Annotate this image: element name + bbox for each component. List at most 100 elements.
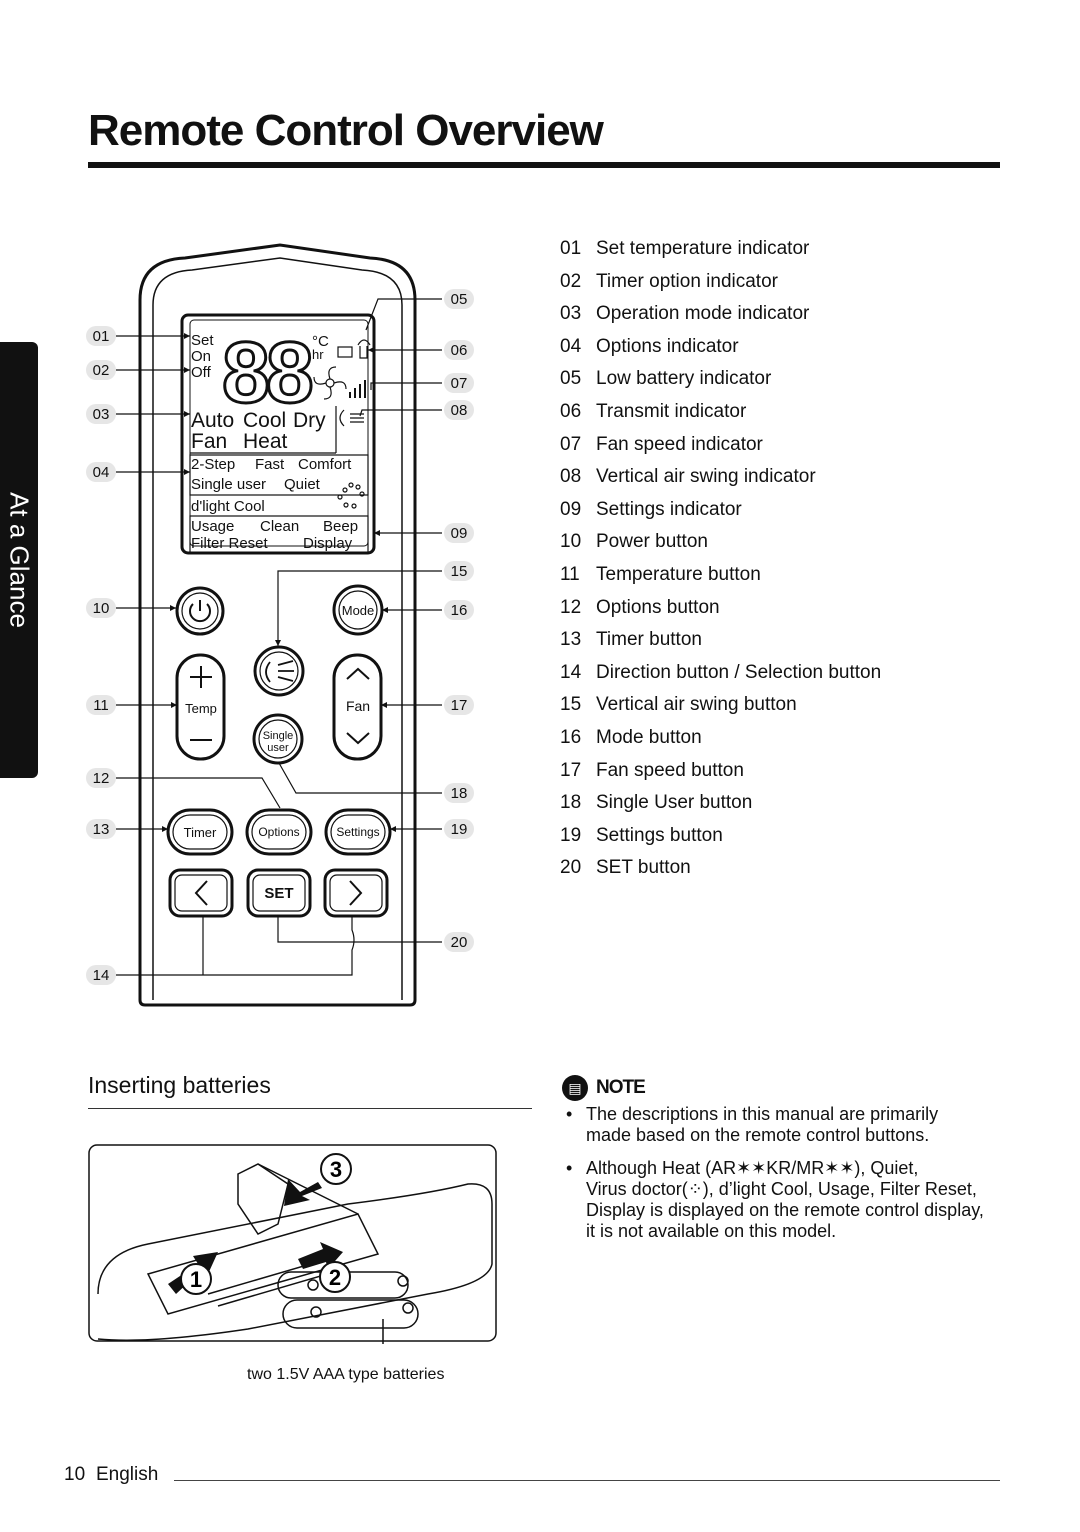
arrow-3 <box>284 1179 322 1206</box>
legend-label: Fan speed indicator <box>596 433 763 455</box>
legend-label: Operation mode indicator <box>596 303 810 325</box>
options-button[interactable] <box>245 808 313 856</box>
legend-number: 15 <box>560 694 582 716</box>
legend-label: Mode button <box>596 726 702 748</box>
callout-19: 19 <box>444 819 474 839</box>
page-number: 10 <box>64 1464 86 1485</box>
svg-text:13: 13 <box>93 821 110 838</box>
legend-label: SET button <box>596 857 691 879</box>
lcd-digits: 88 <box>222 325 312 421</box>
lcd-opt-comfort: Comfort <box>298 456 352 473</box>
legend-number: 07 <box>560 433 582 455</box>
title-rule <box>88 162 1000 168</box>
legend-number: 01 <box>560 238 582 259</box>
legend-number: 02 <box>560 270 582 292</box>
timer-button[interactable] <box>166 808 234 856</box>
callout-14: 14 <box>86 965 116 985</box>
svg-text:1: 1 <box>190 1267 202 1292</box>
svg-text:06: 06 <box>451 342 468 359</box>
legend-label: Settings indicator <box>596 498 742 520</box>
svg-text:08: 08 <box>451 402 468 419</box>
page-title: Remote Control Overview <box>88 106 604 155</box>
callout-11: 11 <box>86 695 116 715</box>
callout-02: 02 <box>86 360 116 380</box>
legend-number: 08 <box>560 466 582 488</box>
settings-button[interactable] <box>324 808 392 856</box>
svg-text:14: 14 <box>93 967 110 984</box>
temperature-button[interactable] <box>175 653 226 761</box>
legend-item: 03 Operation mode indicator <box>560 299 881 332</box>
lcd-mode-fan: Fan <box>191 430 227 453</box>
callout-04: 04 <box>86 462 116 482</box>
single-user-button[interactable] <box>252 713 304 765</box>
lcd-opt-quiet: Quiet <box>284 476 321 493</box>
callout-08: 08 <box>444 400 474 420</box>
lcd-set-beep: Beep <box>323 518 358 535</box>
legend-number: 03 <box>560 303 582 325</box>
legend-number: 18 <box>560 792 582 814</box>
legend-number: 04 <box>560 335 582 357</box>
svg-text:17: 17 <box>451 697 468 714</box>
lcd-opt-fast: Fast <box>255 456 285 473</box>
svg-text:01: 01 <box>93 328 110 345</box>
vertical-swing-button[interactable] <box>253 645 305 697</box>
callout-10: 10 <box>86 598 116 618</box>
callout-03: 03 <box>86 404 116 424</box>
svg-text:09: 09 <box>451 525 468 542</box>
legend-label: Power button <box>596 531 708 553</box>
power-button[interactable] <box>175 586 225 636</box>
virus-doctor-icon <box>337 482 365 509</box>
note-item: Although Heat (AR✶✶KR/MR✶✶), Quiet, Viru… <box>562 1158 1002 1242</box>
section-rule <box>88 1108 532 1109</box>
callout-15: 15 <box>444 561 474 581</box>
svg-text:19: 19 <box>451 821 468 838</box>
battery-2 <box>282 1299 419 1329</box>
callout-18: 18 <box>444 783 474 803</box>
component-legend: 01 Set temperature indicator 02 Timer optio… <box>560 234 881 886</box>
callout-badges: 01 02 03 04 10 11 12 13 14 05 06 07 08 0… <box>86 289 474 985</box>
fan-speed-icon <box>349 380 366 398</box>
legend-label: Settings button <box>596 824 723 846</box>
lcd-set-clean: Clean <box>260 518 299 535</box>
set-button-label: SET <box>264 885 293 902</box>
remote-body-inner <box>152 257 403 1000</box>
lcd-mode-auto: Auto <box>191 409 234 432</box>
lcd-opt-single-user: Single user <box>191 476 266 493</box>
legend-number: 09 <box>560 498 582 520</box>
svg-text:16: 16 <box>451 602 468 619</box>
fan-speed-button[interactable] <box>332 653 383 761</box>
mode-button-label: Mode <box>342 603 375 618</box>
left-direction-button[interactable] <box>168 868 234 918</box>
svg-text:05: 05 <box>451 291 468 308</box>
legend-label: Timer option indicator <box>596 270 778 292</box>
lcd-set-usage: Usage <box>191 518 234 535</box>
legend-number: 11 <box>560 563 580 585</box>
side-tab-label: At a Glance <box>4 492 35 628</box>
lcd-mode-dry: Dry <box>293 409 326 432</box>
lcd-unit-c: °C <box>312 333 329 350</box>
single-button-label-2: user <box>267 742 289 754</box>
lcd-set-display: Display <box>303 535 353 552</box>
battery-caption: two 1.5V AAA type batteries <box>247 1366 445 1383</box>
low-battery-icon <box>337 346 353 358</box>
note-label: NOTE <box>596 1077 646 1098</box>
timer-button-label: Timer <box>184 825 217 840</box>
svg-text:04: 04 <box>93 464 110 481</box>
legend-label: Single User button <box>596 792 753 814</box>
right-direction-button[interactable] <box>323 868 389 918</box>
settings-button-label: Settings <box>336 825 379 839</box>
lcd-opt-2step: 2-Step <box>191 456 235 473</box>
legend-number: 12 <box>560 596 582 618</box>
remote-control-diagram: Set On Off 88 °C hr Auto Cool Dry Fan He… <box>86 243 474 1007</box>
svg-text:10: 10 <box>93 600 110 617</box>
set-button[interactable] <box>246 868 312 918</box>
legend-label: Set temperature indicator <box>596 238 810 259</box>
